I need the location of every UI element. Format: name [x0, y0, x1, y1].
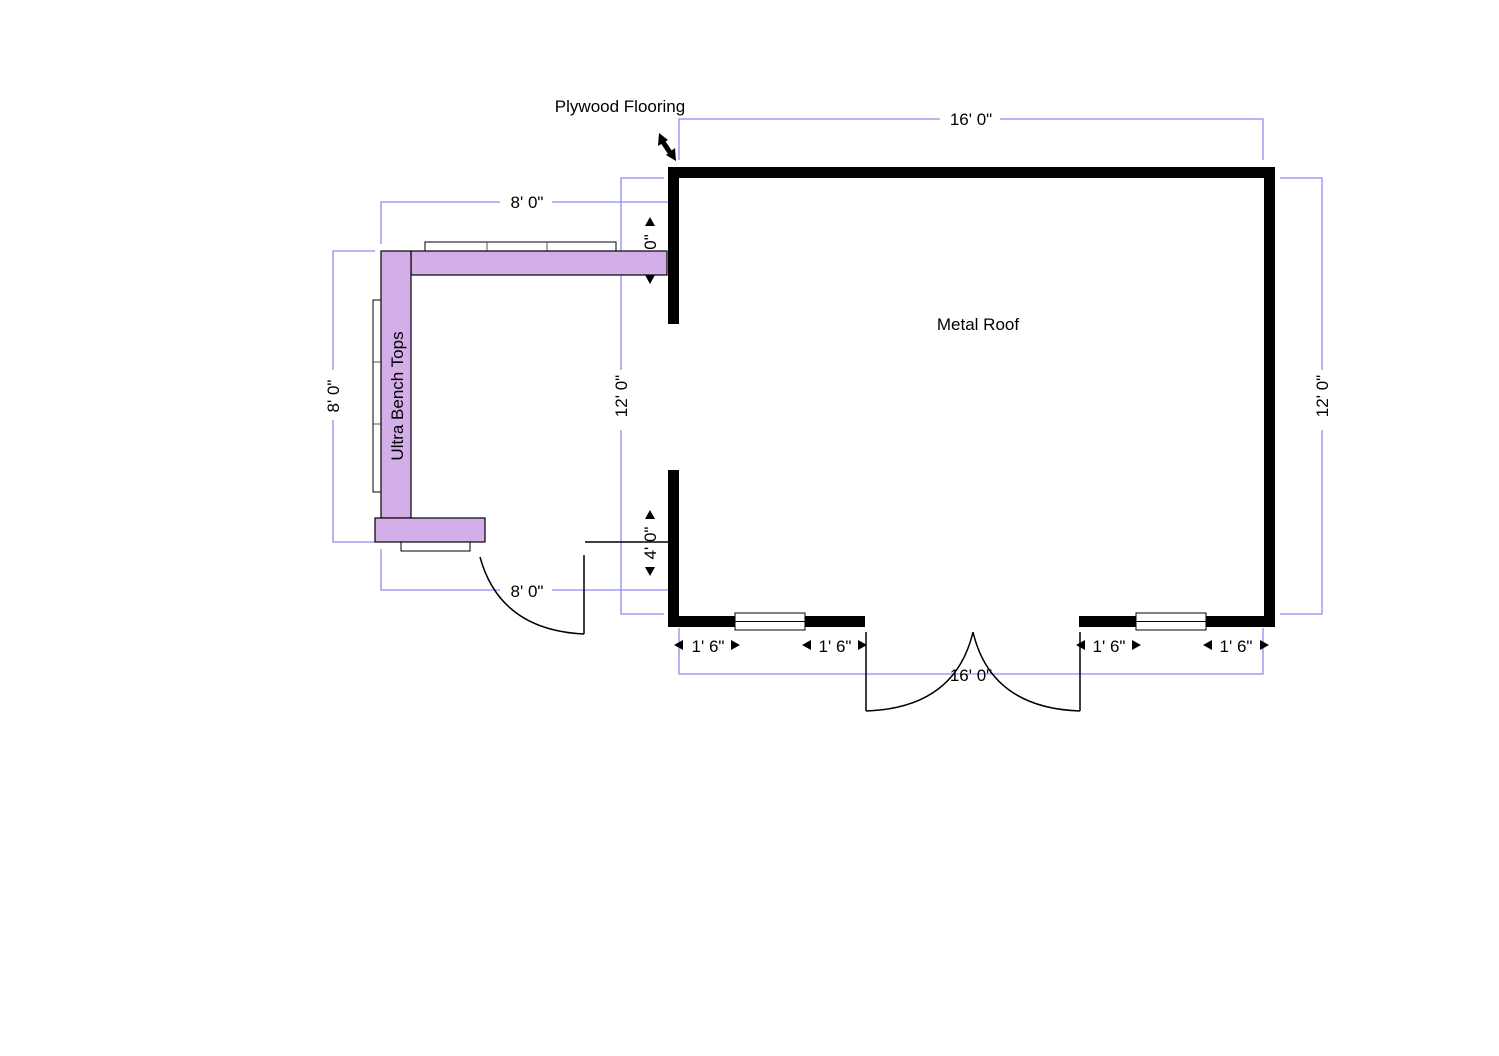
cabinets-top: [424, 241, 617, 252]
dimension-label: 1' 6": [1093, 637, 1126, 656]
bench-tops: Ultra Bench Tops: [374, 250, 668, 543]
dimension-label: 0": [641, 234, 660, 250]
shed-walls: [668, 167, 1275, 627]
dimension-bench-top: 8' 0": [380, 193, 674, 244]
dimension-label: 16' 0": [950, 666, 992, 685]
window-dimensions: 1' 6" 1' 6" 1' 6" 1' 6": [674, 637, 1269, 656]
plywood-flooring-label: Plywood Flooring: [555, 97, 685, 116]
side-door: [479, 541, 668, 635]
window-left: [734, 612, 806, 631]
dimension-label: 8' 0": [511, 582, 544, 601]
dimension-label: 4' 0": [641, 527, 660, 560]
dimension-label: 12' 0": [612, 375, 631, 417]
cabinets-left: [372, 299, 382, 493]
dimension-label: 1' 6": [1220, 637, 1253, 656]
dimension-shed-left: 12' 0": [612, 177, 664, 615]
dimension-bench-side: 8' 0": [324, 250, 375, 543]
dimension-label: 1' 6": [819, 637, 852, 656]
dimension-label: 1' 6": [692, 637, 725, 656]
dimension-shed-right: 12' 0": [1280, 177, 1332, 615]
dimension-label: 12' 0": [1313, 375, 1332, 417]
dimension-label: 16' 0": [950, 110, 992, 129]
metal-roof-label: Metal Roof: [937, 315, 1019, 334]
dimension-shed-bottom: 16' 0": [678, 628, 1264, 685]
dimension-label: 8' 0": [324, 380, 343, 413]
window-right: [1135, 612, 1207, 631]
dimension-upper-offset: 0": [641, 217, 660, 284]
dimension-label: 8' 0": [511, 193, 544, 212]
cabinet-bottom: [400, 541, 471, 552]
bench-label: Ultra Bench Tops: [388, 331, 407, 460]
double-door: [865, 631, 1081, 712]
dimension-shed-top: 16' 0": [678, 110, 1264, 160]
double-arrow-icon: [658, 133, 676, 161]
dimension-bench-bottom: 8' 0": [380, 549, 674, 601]
dimension-opening-offset: 4' 0": [641, 510, 660, 576]
